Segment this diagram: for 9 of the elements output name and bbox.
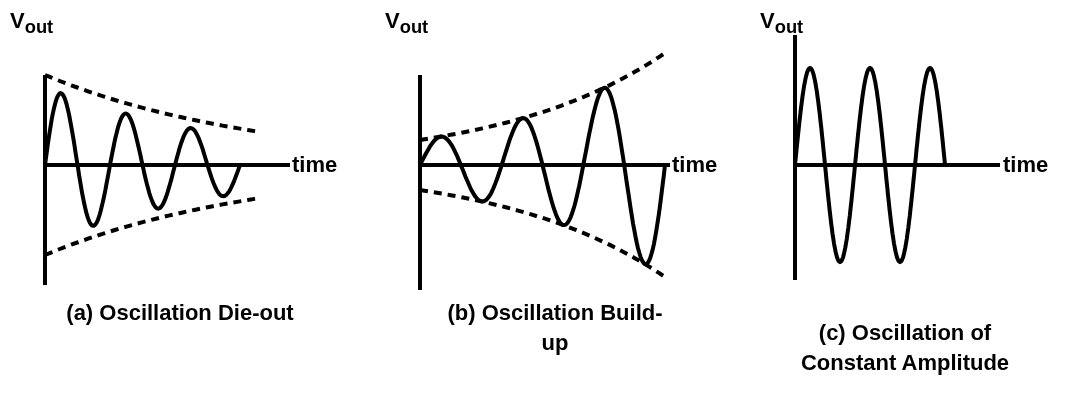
axis-label: time bbox=[672, 152, 718, 178]
axis-label: time bbox=[292, 152, 338, 178]
figure-caption: (b) Oscillation Build-up bbox=[446, 299, 664, 357]
figure-caption: (a) Oscillation Die-out bbox=[65, 299, 295, 327]
axis-label: V$_{out}$ bbox=[385, 8, 429, 39]
axis-label: V$_{out}$ bbox=[10, 8, 54, 39]
axis-label: time bbox=[1003, 152, 1049, 178]
figure-caption: (c) Oscillation of Constant Amplitude bbox=[799, 319, 1011, 377]
axis-label: V$_{out}$ bbox=[760, 8, 804, 39]
